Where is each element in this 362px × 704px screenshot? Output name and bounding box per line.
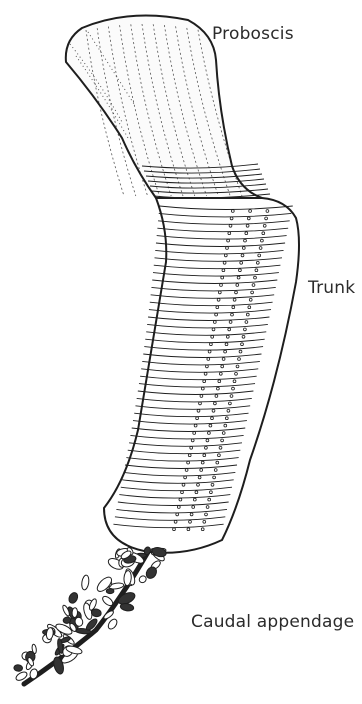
label-trunk: Trunk	[308, 278, 355, 298]
caudal-vesicle	[91, 608, 102, 617]
caudal-vesicle	[14, 664, 23, 671]
caudal-vesicle	[106, 589, 114, 594]
caudal-vesicle	[120, 603, 134, 612]
label-caudal-appendage: Caudal appendage	[191, 612, 354, 632]
label-proboscis: Proboscis	[212, 24, 294, 44]
caudal-vesicle	[72, 608, 78, 618]
caudal-vesicle	[67, 591, 79, 604]
caudal-vesicle	[81, 575, 90, 591]
caudal-vesicle	[107, 618, 119, 631]
trunk-body	[104, 198, 299, 553]
caudal-vesicle	[138, 575, 148, 585]
caudal-appendage	[14, 546, 168, 684]
